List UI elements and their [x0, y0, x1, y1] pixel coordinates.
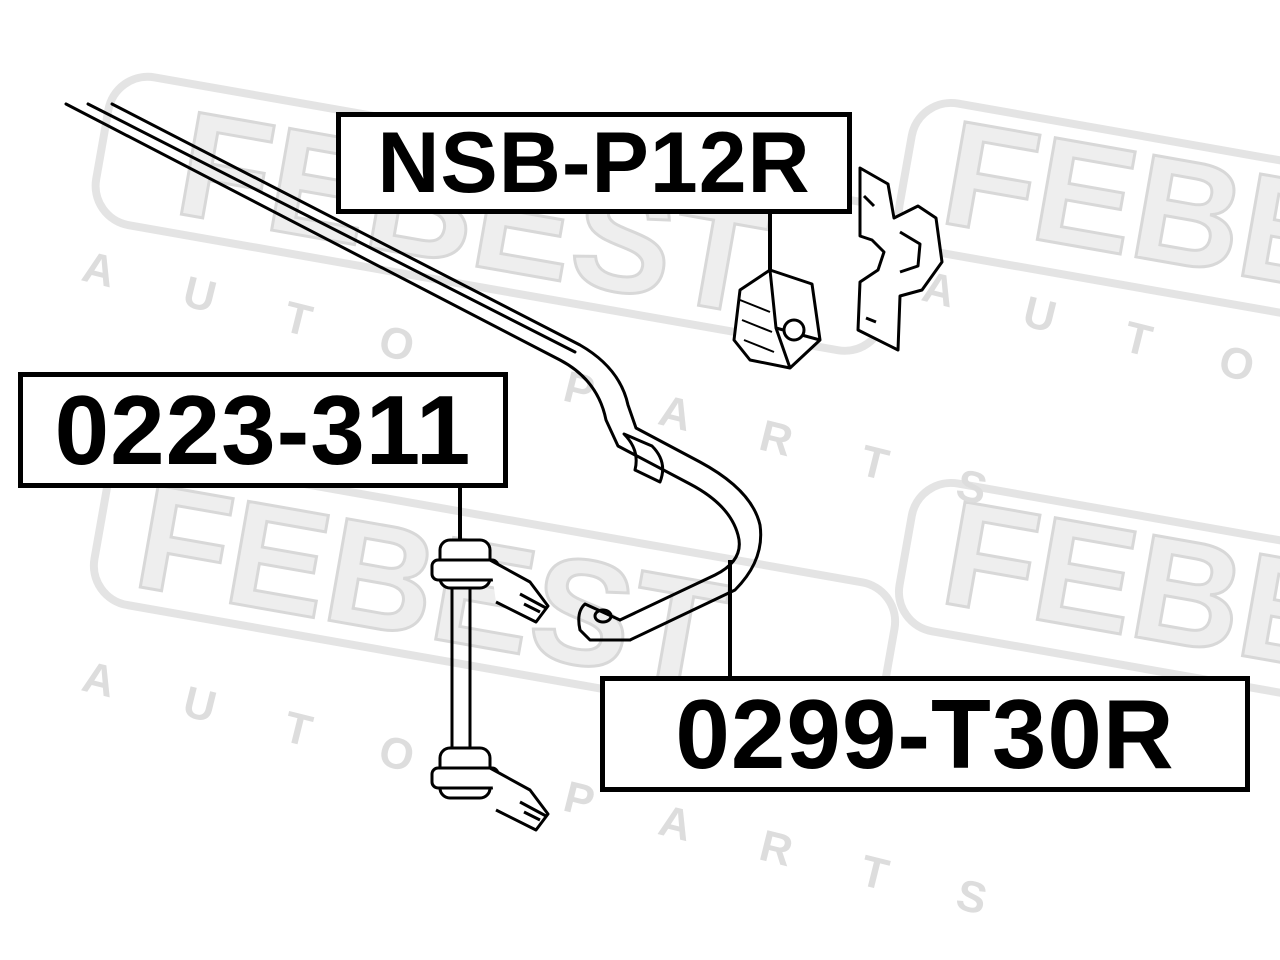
part-number-bar: 0299-T30R	[600, 676, 1250, 792]
link-drawing	[430, 538, 550, 832]
watermark-logo-right-top	[894, 98, 1280, 329]
stabilizer-bar-drawing	[64, 102, 763, 642]
watermark-logo-right-bottom	[894, 478, 1280, 709]
leader-lines	[458, 212, 772, 678]
bushing-drawing	[732, 268, 822, 370]
bracket-drawing	[856, 166, 944, 352]
part-number-link: 0223-311	[18, 372, 508, 488]
watermark-logo-left-bottom	[89, 452, 900, 735]
part-number-bushing: NSB-P12R	[336, 112, 852, 214]
